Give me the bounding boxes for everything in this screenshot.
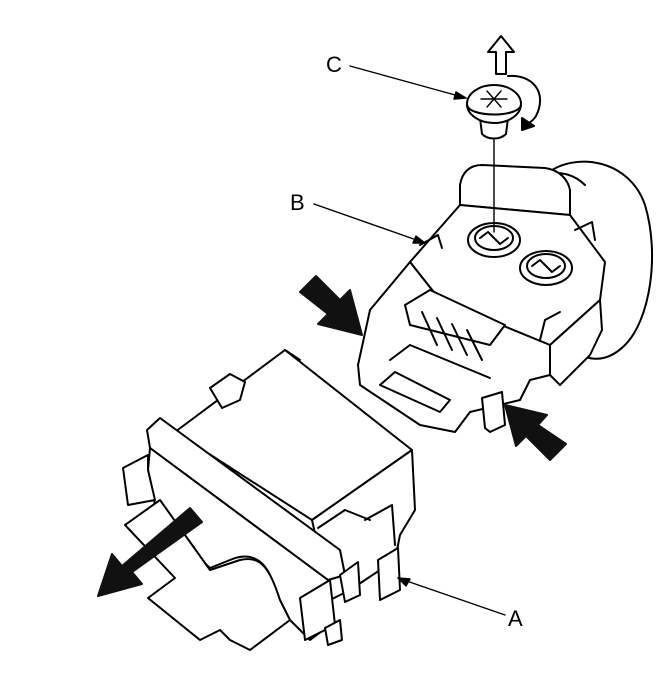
leader-line-c [349, 65, 467, 99]
connector-b-terminal-pins [421, 311, 483, 361]
callout-label-c: C [326, 52, 342, 77]
connector-a-latch [377, 547, 401, 601]
screw-c [466, 35, 542, 233]
leader-lines [313, 65, 506, 616]
connector-a [122, 349, 416, 651]
connector-b-side-latch [481, 391, 506, 433]
connector-a-left-tab [122, 454, 156, 506]
leader-line-b [313, 203, 426, 244]
screw-c-head [466, 84, 522, 124]
callout-label-a: A [508, 606, 523, 631]
callout-label-b: B [290, 190, 305, 215]
screw-c-lift-arrow-icon [487, 35, 515, 75]
connector-a-top-ear [209, 373, 246, 409]
connector-b [357, 164, 606, 433]
connector-b-back-block [459, 164, 571, 216]
connector-b-terminal-window [404, 289, 506, 346]
press-arrow-left [299, 275, 363, 336]
connector-b-screw-boss-2 [519, 250, 573, 286]
connector-a-right-clip [339, 561, 361, 603]
leader-line-a [397, 577, 506, 616]
screw-c-star-icon [480, 90, 508, 108]
pull-out-arrow [97, 507, 203, 597]
press-arrow-right [504, 404, 567, 461]
